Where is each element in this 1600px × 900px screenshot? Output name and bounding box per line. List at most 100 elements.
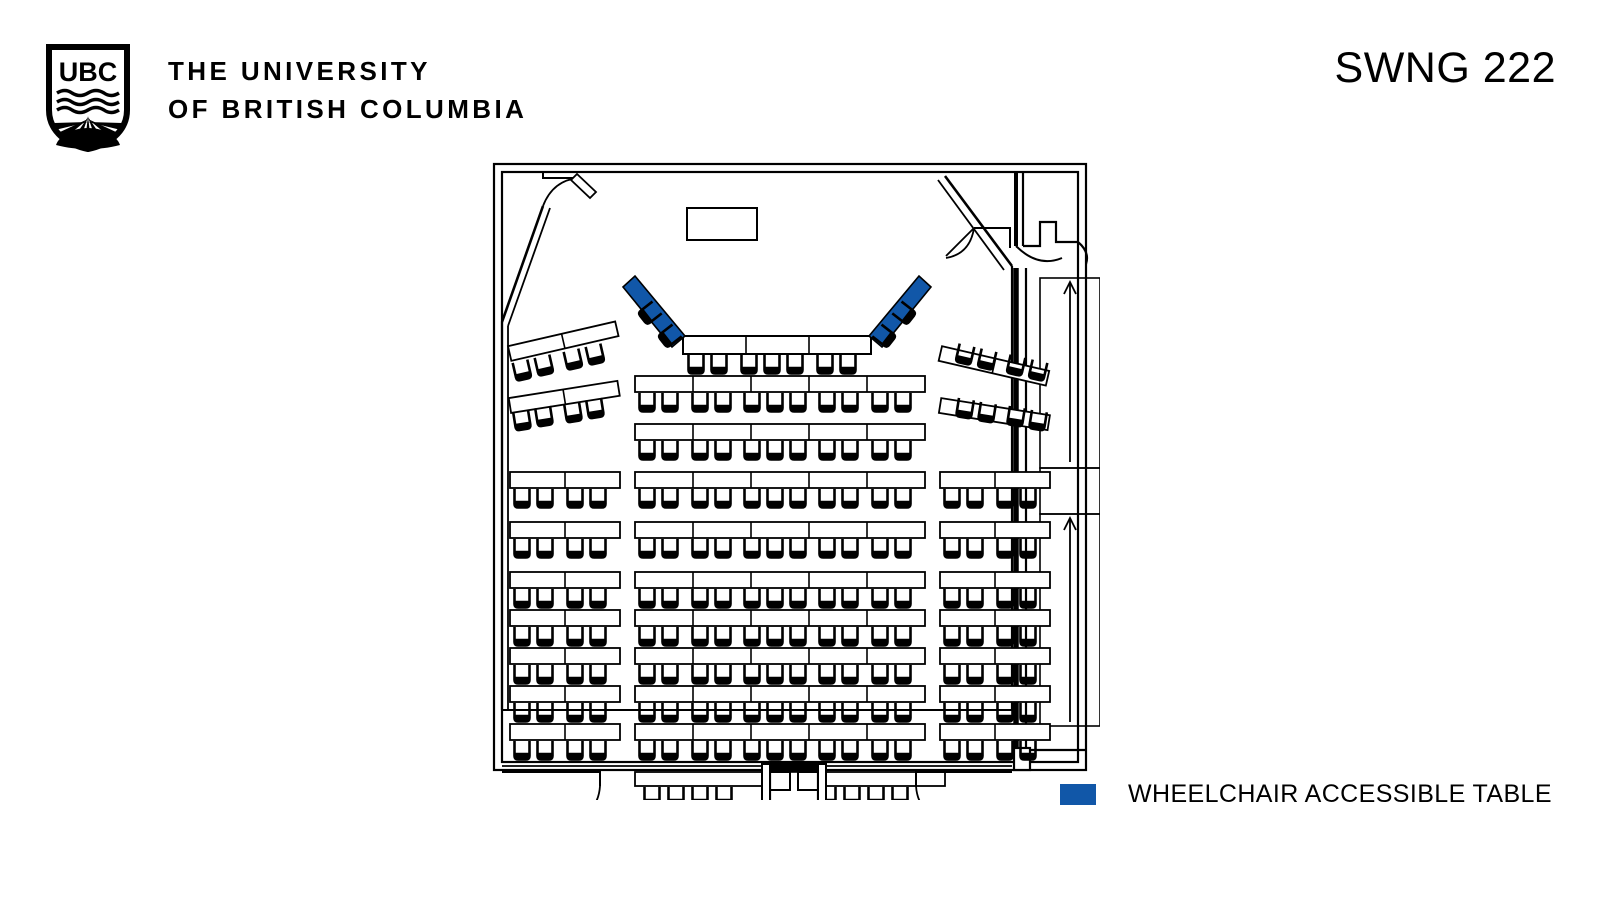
chair [871, 739, 889, 761]
crest-sun-icon [54, 116, 122, 149]
chair [816, 353, 834, 375]
lectern [686, 207, 758, 241]
chair [691, 625, 709, 647]
chair [743, 587, 761, 609]
chair [894, 391, 912, 413]
chair [818, 587, 836, 609]
chair [566, 625, 584, 647]
chair [891, 785, 909, 800]
ubc-wordmark: THE UNIVERSITY OF BRITISH COLUMBIA [168, 52, 527, 128]
chair [789, 701, 807, 723]
chair [661, 537, 679, 559]
chair [871, 391, 889, 413]
chair [766, 587, 784, 609]
chair [894, 537, 912, 559]
chair [714, 739, 732, 761]
chair [638, 739, 656, 761]
chair [894, 487, 912, 509]
chair [740, 353, 758, 375]
chair [839, 353, 857, 375]
chair [841, 587, 859, 609]
chair [691, 439, 709, 461]
chair [766, 625, 784, 647]
chair [871, 537, 889, 559]
chair [566, 537, 584, 559]
chair [533, 353, 555, 378]
chair [871, 587, 889, 609]
chair [715, 785, 733, 800]
chair [589, 587, 607, 609]
seating-row [621, 274, 933, 375]
stair-up-arrow-icon [1063, 279, 1077, 462]
chair [766, 739, 784, 761]
chair [511, 358, 533, 383]
chair [766, 537, 784, 559]
chair [841, 701, 859, 723]
chair [789, 391, 807, 413]
legend-label-accessible: WHEELCHAIR ACCESSIBLE TABLE [1128, 780, 1552, 808]
chair [894, 701, 912, 723]
seating-row [509, 723, 1051, 761]
floorplan-container [480, 150, 1100, 800]
chair [714, 625, 732, 647]
chair [867, 785, 885, 800]
chair [841, 439, 859, 461]
seating-row [509, 521, 1051, 559]
chair [1019, 625, 1037, 647]
chair [763, 353, 781, 375]
chair [894, 625, 912, 647]
chair [566, 487, 584, 509]
chair [710, 353, 728, 375]
chair [789, 587, 807, 609]
chair [789, 487, 807, 509]
chair [871, 625, 889, 647]
chair [943, 701, 961, 723]
chair [566, 663, 584, 685]
chair [766, 391, 784, 413]
chair [566, 701, 584, 723]
door-rear-left [502, 771, 601, 800]
chair [661, 487, 679, 509]
seating-row [509, 571, 1051, 609]
chair [894, 439, 912, 461]
chair [1019, 663, 1037, 685]
chair [894, 587, 912, 609]
chair [871, 701, 889, 723]
chair [1019, 487, 1037, 509]
chair [943, 587, 961, 609]
seating-row [509, 609, 1051, 647]
chair [638, 701, 656, 723]
chair [943, 663, 961, 685]
chair [536, 739, 554, 761]
door-front-right [937, 175, 1014, 271]
chair [789, 537, 807, 559]
chair [1019, 587, 1037, 609]
chair [638, 487, 656, 509]
door-front-left [500, 172, 598, 327]
chair [841, 625, 859, 647]
chair [743, 537, 761, 559]
chair [513, 587, 531, 609]
chair [818, 663, 836, 685]
legend: WHEELCHAIR ACCESSIBLE TABLE [1060, 780, 1552, 809]
chair [996, 487, 1014, 509]
chair [638, 663, 656, 685]
page-title: SWNG 222 [1334, 44, 1556, 92]
chair [996, 537, 1014, 559]
chair [966, 487, 984, 509]
chair [743, 663, 761, 685]
ubc-brand-lockup: UBC THE UNIVERSITY OF BRITISH [46, 44, 527, 152]
chair [943, 625, 961, 647]
chair [589, 625, 607, 647]
chair [638, 587, 656, 609]
chair [714, 587, 732, 609]
seating-row [509, 647, 1051, 685]
chair [638, 391, 656, 413]
chair [643, 785, 661, 800]
chair [818, 391, 836, 413]
vestibule [761, 762, 827, 800]
chair [566, 739, 584, 761]
chair [818, 439, 836, 461]
chair [661, 701, 679, 723]
legend-swatch-accessible [1060, 784, 1096, 805]
